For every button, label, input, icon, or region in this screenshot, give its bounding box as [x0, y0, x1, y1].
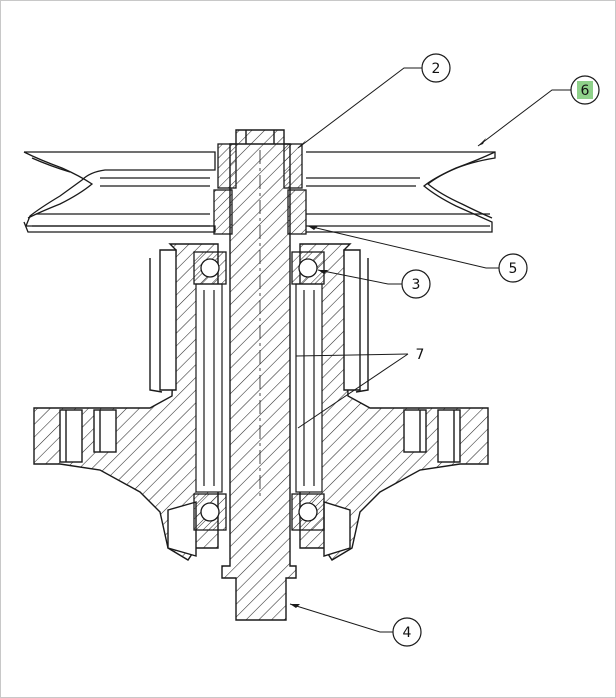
callout-circle [421, 53, 451, 83]
bearings [193, 251, 325, 531]
callout-label: 5 [509, 261, 518, 277]
callout-label: 4 [403, 625, 412, 641]
callout-circle [401, 269, 431, 299]
callout-label: 2 [432, 61, 441, 77]
callout-circle [392, 617, 422, 647]
callout-highlight [577, 81, 593, 99]
callout-2: 2 [421, 53, 451, 83]
callout-label: 3 [412, 277, 421, 293]
leader-lines [289, 67, 571, 633]
callout-5: 5 [498, 253, 528, 283]
callout-3: 3 [401, 269, 431, 299]
pulley [23, 151, 496, 233]
callout-4: 4 [392, 617, 422, 647]
callout-label: 7 [416, 347, 425, 363]
callout-7: 7 [416, 347, 425, 363]
spacer-tube [195, 283, 323, 493]
callout-circle [498, 253, 528, 283]
leader-arrowheads [290, 138, 486, 608]
spindle-shaft [221, 129, 297, 621]
callout-label: 6 [581, 83, 590, 99]
callout-6: 6 [570, 75, 600, 105]
